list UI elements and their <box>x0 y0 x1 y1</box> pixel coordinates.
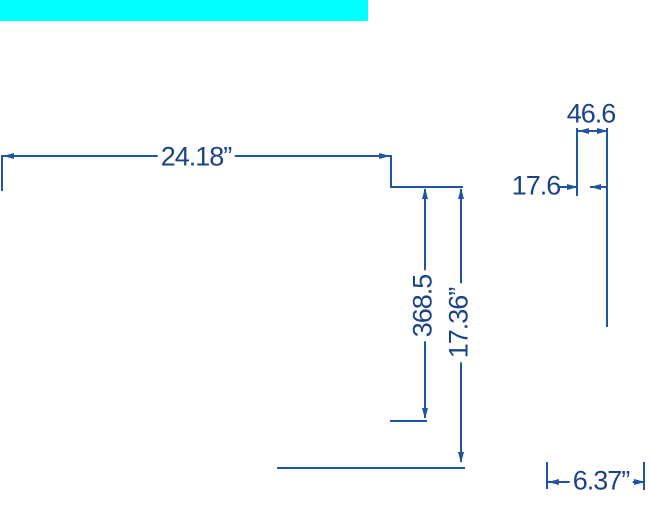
dim-stand-arrow-right-icon <box>634 479 645 485</box>
dim-width-arrow-right-icon <box>379 153 390 159</box>
dim-depth-extension-back <box>606 128 608 327</box>
dim-stand-label: 6.37” <box>569 467 633 495</box>
dim-width-extension-left <box>1 155 3 191</box>
accent-bar <box>0 0 368 21</box>
dim-height-mm-label: 368.5 <box>408 270 438 342</box>
dim-depth-extension-front <box>576 128 578 196</box>
top-reference-line <box>390 186 463 188</box>
dim-panel-depth-leader-right <box>590 186 608 188</box>
dim-height-in-arrow-up-icon <box>458 188 464 199</box>
dim-panel-depth-label: 17.6 <box>508 172 564 200</box>
dim-height-mm-arrow-down-icon <box>422 408 428 419</box>
dim-depth-arrow-right-icon <box>597 128 608 134</box>
dim-depth-line <box>578 130 608 132</box>
dim-height-in-arrow-down-icon <box>458 452 464 463</box>
dim-width-arrow-left-icon <box>3 153 14 159</box>
dim-height-mm-arrow-up-icon <box>422 188 428 199</box>
dim-width-extension-right <box>390 155 392 188</box>
dim-stand-extension-right <box>643 462 645 490</box>
dim-stand-extension-left <box>546 462 548 489</box>
dim-height-mm-reference-line <box>390 420 427 422</box>
dim-depth-arrow-left-icon <box>578 128 589 134</box>
dim-panel-depth-arrow-right-icon <box>567 184 578 190</box>
dim-stand-arrow-left-icon <box>548 479 559 485</box>
dim-height-in-reference-line <box>277 467 465 469</box>
dim-width-label: 24.18” <box>157 143 235 171</box>
dim-depth-label: 46.6 <box>563 100 619 128</box>
dim-height-in-label: 17.36” <box>444 283 474 363</box>
